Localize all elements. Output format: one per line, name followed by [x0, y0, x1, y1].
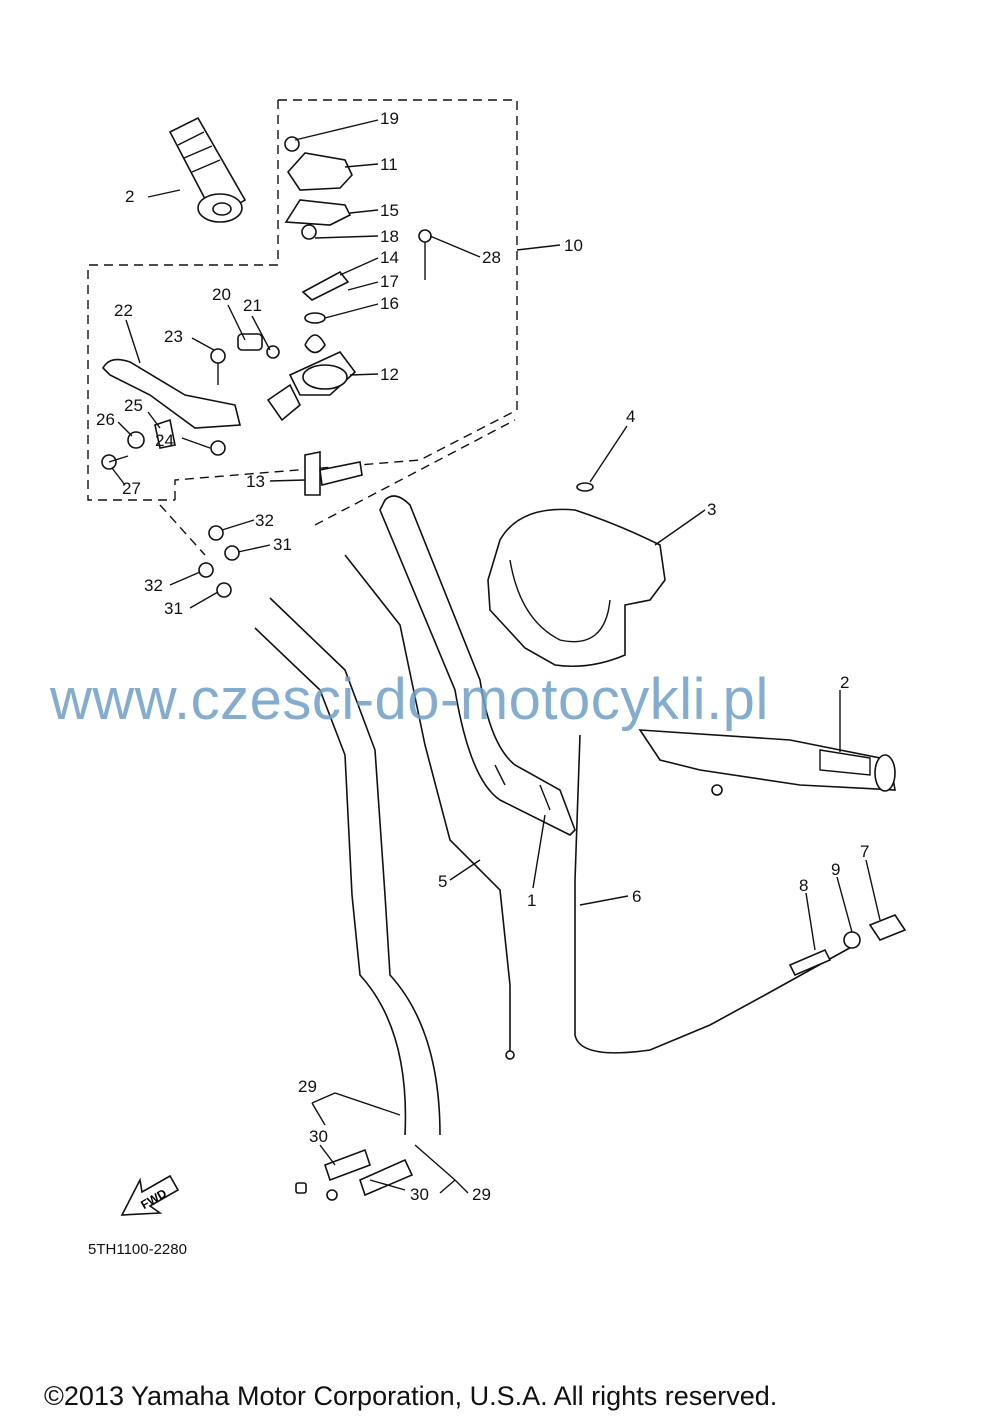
throttle-housing [487, 482, 666, 668]
callout-28: 28 [482, 248, 501, 267]
callout-5: 5 [438, 872, 447, 891]
callout-24: 24 [155, 431, 174, 450]
callout-27: 27 [122, 479, 141, 498]
callout-32-lower: 32 [144, 576, 163, 595]
throttle-adjusters [788, 914, 907, 977]
callout-26: 26 [96, 410, 115, 429]
callout-30-upper: 30 [309, 1127, 328, 1146]
callout-20: 20 [212, 285, 231, 304]
adjuster-nuts [198, 525, 240, 598]
callout-12: 12 [380, 365, 399, 384]
callout-2-left: 2 [125, 187, 134, 206]
callout-13: 13 [246, 472, 265, 491]
callout-4: 4 [626, 407, 635, 426]
callout-31-upper: 31 [273, 535, 292, 554]
callout-25: 25 [124, 396, 143, 415]
callout-17: 17 [380, 272, 399, 291]
callout-21: 21 [243, 296, 262, 315]
callout-8: 8 [799, 876, 808, 895]
callout-labels: 19 11 15 18 14 17 16 28 10 12 13 2 22 20… [96, 109, 869, 1204]
callout-19: 19 [380, 109, 399, 128]
callout-3: 3 [707, 500, 716, 519]
clutch-holder-parts [284, 136, 432, 496]
callout-29-upper: 29 [298, 1077, 317, 1096]
callout-7: 7 [860, 842, 869, 861]
callout-11: 11 [380, 155, 398, 174]
callout-15: 15 [380, 201, 399, 220]
callout-23: 23 [164, 327, 183, 346]
callout-10: 10 [564, 236, 583, 255]
cables [254, 554, 856, 1136]
callout-22: 22 [114, 301, 133, 320]
right-grip [638, 729, 896, 792]
callout-1: 1 [527, 891, 536, 910]
assembly-outline [87, 99, 518, 556]
callout-31-lower: 31 [164, 599, 183, 618]
fwd-arrow: FWD [120, 1174, 180, 1216]
callout-18: 18 [380, 227, 399, 246]
callout-2-right: 2 [840, 673, 849, 692]
copyright-notice: ©2013 Yamaha Motor Corporation, U.S.A. A… [44, 1381, 778, 1411]
handlebar [379, 495, 576, 836]
website-watermark: www.czesci-do-motocykli.pl [50, 667, 769, 732]
leader-lines [111, 119, 881, 1194]
callout-30-lower: 30 [410, 1185, 429, 1204]
drawing-code: 5TH1100-2280 [88, 1241, 187, 1258]
callout-32-upper: 32 [255, 511, 274, 530]
callout-6: 6 [632, 887, 641, 906]
callout-9: 9 [831, 860, 840, 879]
callout-29-lower: 29 [472, 1185, 491, 1204]
callout-14: 14 [380, 248, 399, 267]
left-grip [168, 116, 247, 223]
callout-16: 16 [380, 294, 399, 313]
lower-cable-ends [295, 1148, 414, 1201]
